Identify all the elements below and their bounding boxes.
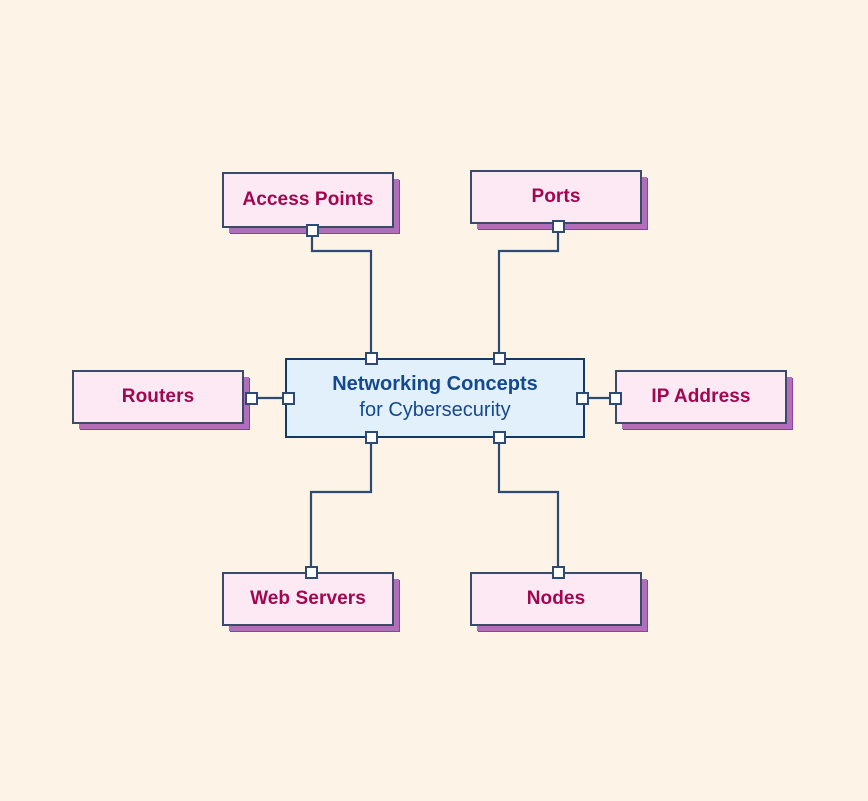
anchor-central-top-right[interactable] xyxy=(365,352,378,365)
node-label: Nodes xyxy=(526,587,586,609)
central-title-line2: for Cybersecurity xyxy=(359,399,511,421)
anchor-central-bottom-right[interactable] xyxy=(493,431,506,444)
anchor-ports-bottom[interactable] xyxy=(552,220,565,233)
node-nodes[interactable]: Nodes xyxy=(470,572,642,626)
node-label: Ports xyxy=(531,185,581,207)
anchor-access-points-bottom[interactable] xyxy=(306,224,319,237)
node-label: Access Points xyxy=(242,188,374,210)
anchor-routers-right[interactable] xyxy=(245,392,258,405)
node-routers[interactable]: Routers xyxy=(72,370,244,424)
node-label: Routers xyxy=(121,385,195,407)
node-ports[interactable]: Ports xyxy=(470,170,642,224)
central-title-line1: Networking Concepts xyxy=(332,373,538,396)
connector-ports xyxy=(497,226,560,362)
anchor-ip-address-left[interactable] xyxy=(609,392,622,405)
node-label: IP Address xyxy=(651,385,751,407)
anchor-nodes-top[interactable] xyxy=(552,566,565,579)
node-web-servers[interactable]: Web Servers xyxy=(222,572,394,626)
connector-nodes xyxy=(497,435,560,570)
anchor-central-bottom-left[interactable] xyxy=(365,431,378,444)
connector-access-points xyxy=(310,228,373,362)
node-central-topic[interactable]: Networking Concepts for Cybersecurity xyxy=(285,358,585,438)
anchor-central-right[interactable] xyxy=(576,392,589,405)
anchor-web-servers-top[interactable] xyxy=(305,566,318,579)
anchor-central-top-left[interactable] xyxy=(493,352,506,365)
anchor-central-left[interactable] xyxy=(282,392,295,405)
node-access-points[interactable]: Access Points xyxy=(222,172,394,228)
node-ip-address[interactable]: IP Address xyxy=(615,370,787,424)
connector-web-servers xyxy=(309,435,373,570)
node-label: Web Servers xyxy=(250,587,366,609)
